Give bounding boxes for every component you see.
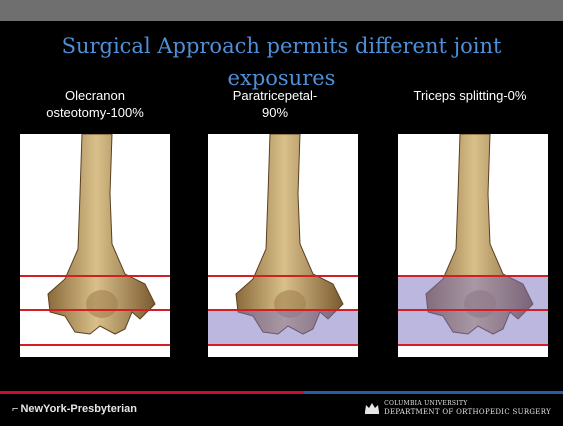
footer: ⌐NewYork-Presbyterian Columbia Universit… [0,394,563,426]
top-bar [0,0,563,21]
crown-icon [364,402,380,414]
caption-line: osteotomy-100% [20,104,170,121]
caption-line: Triceps splitting-0% [385,87,555,104]
elbow-image-paratricepetal [208,134,358,357]
columbia-line1: Columbia University [384,400,551,408]
caption-paratricepetal: Paratricepetal- 90% [200,87,350,121]
elbow-image-olecranon [20,134,170,357]
unexposed-overlay [208,310,358,345]
newyork-presbyterian-logo: ⌐NewYork-Presbyterian [12,403,137,415]
slide-title: Surgical Approach permits different join… [20,30,543,94]
nyp-mark-icon: ⌐ [12,403,18,415]
elbow-image-triceps-splitting [398,134,548,357]
caption-line: Olecranon [20,87,170,104]
humerus-illustration [208,134,358,357]
columbia-line2: Department of Orthopedic Surgery [384,408,551,416]
columbia-logo: Columbia University Department of Orthop… [384,400,551,416]
humerus-illustration [398,134,548,357]
caption-olecranon: Olecranon osteotomy-100% [20,87,170,121]
humerus-illustration [20,134,170,357]
caption-triceps-splitting: Triceps splitting-0% [385,87,555,104]
nyp-logo-text: NewYork-Presbyterian [20,403,137,415]
caption-line: 90% [200,104,350,121]
caption-line: Paratricepetal- [200,87,350,104]
